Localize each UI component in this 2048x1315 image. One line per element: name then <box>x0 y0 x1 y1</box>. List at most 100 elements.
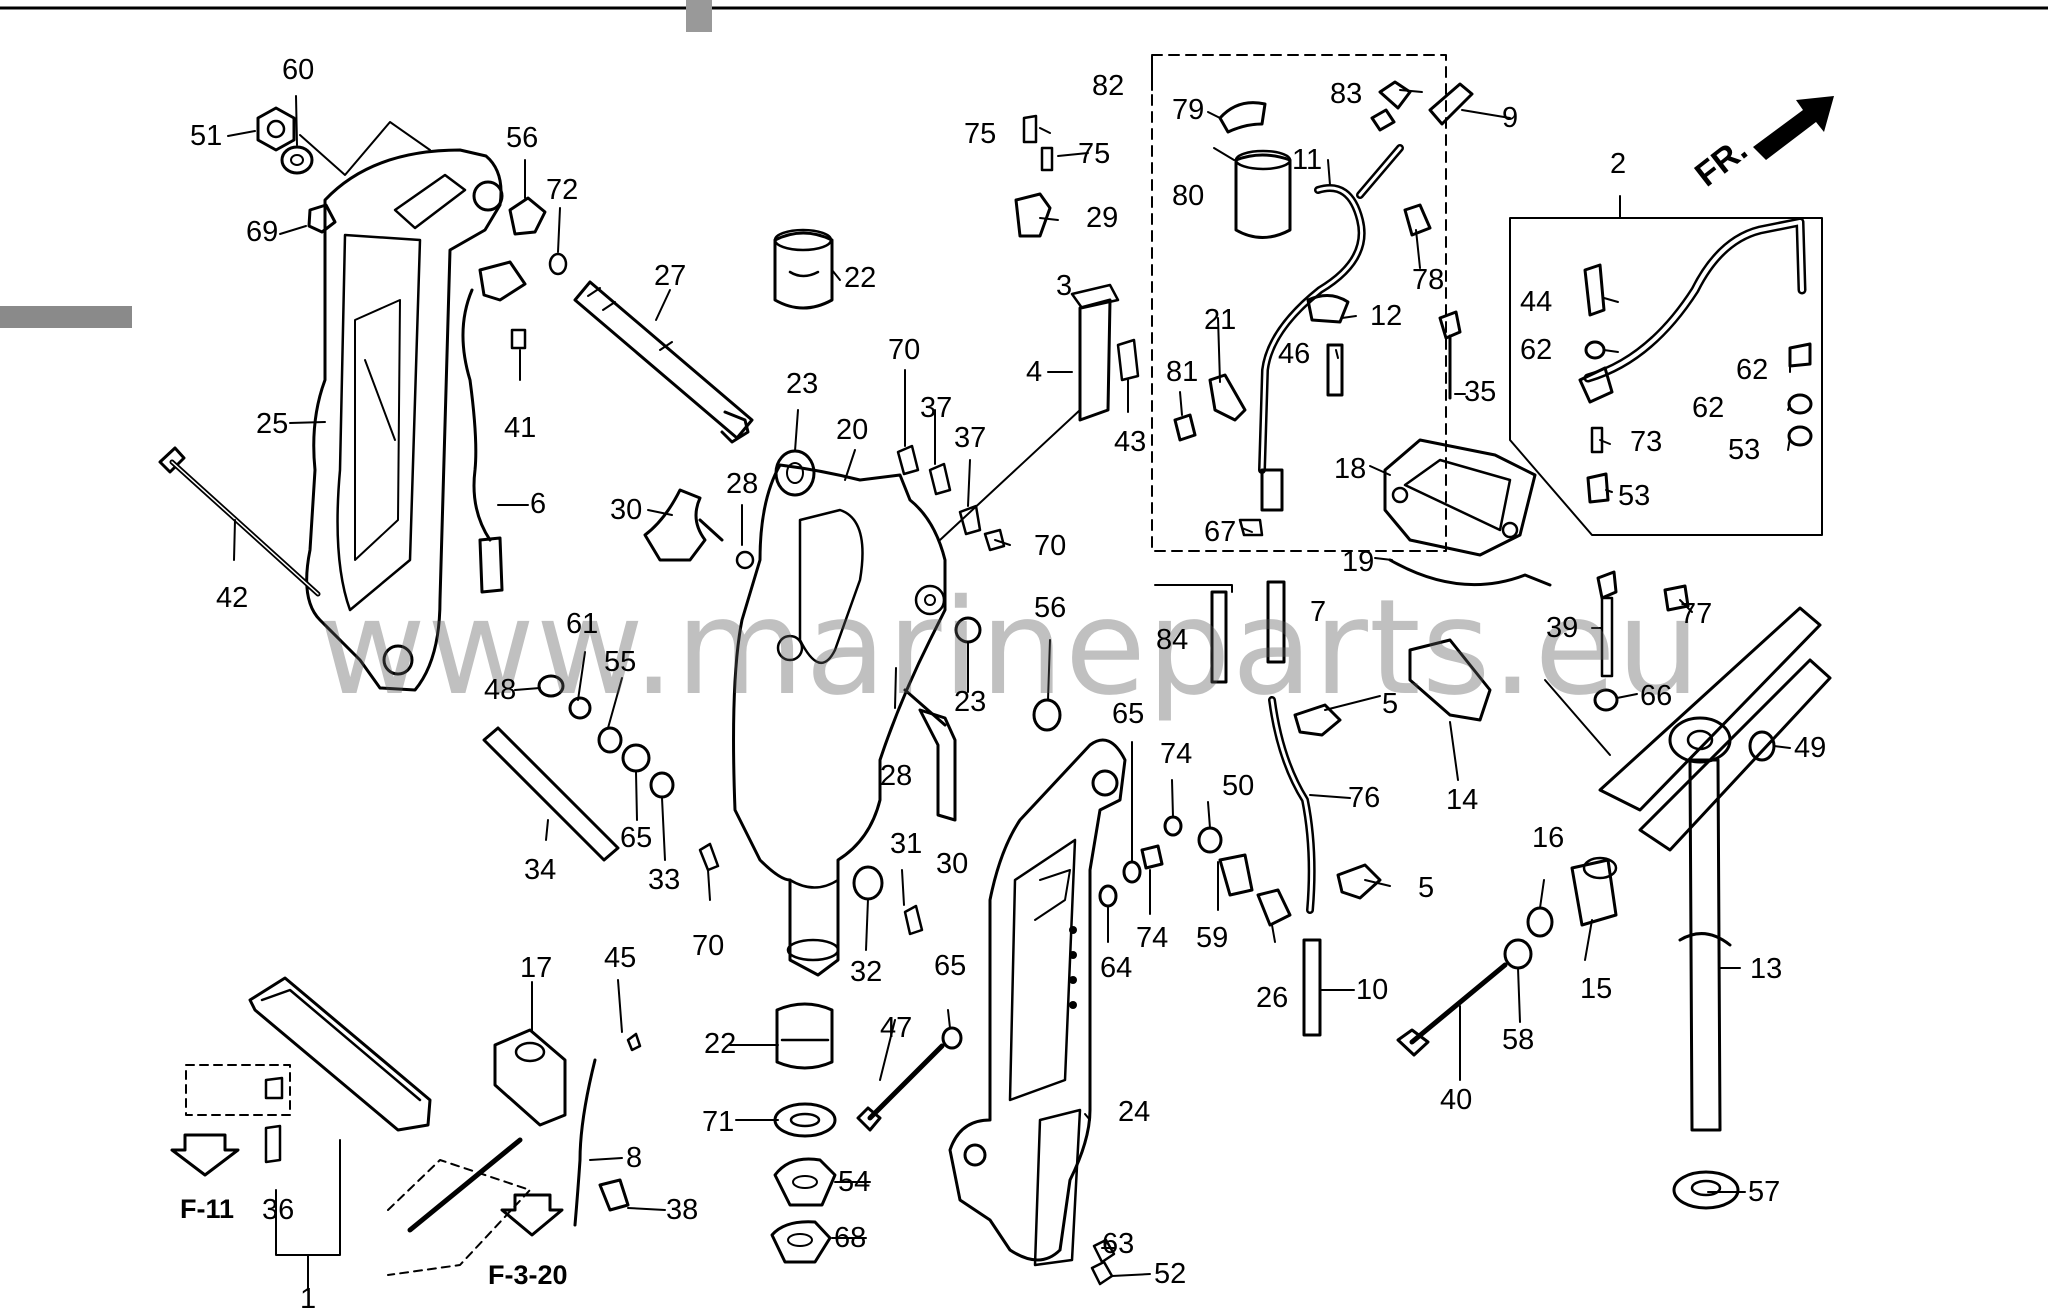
callout-3: 3 <box>1056 270 1073 302</box>
callout-51: 51 <box>190 120 223 152</box>
callout-44: 44 <box>1520 286 1553 318</box>
callout-56: 56 <box>1034 592 1067 624</box>
callout-16: 16 <box>1532 822 1565 854</box>
callout-8: 8 <box>626 1142 643 1174</box>
callout-60: 60 <box>282 54 315 86</box>
callout-36: 36 <box>262 1194 295 1226</box>
callout-58: 58 <box>1502 1024 1535 1056</box>
front-arrow-icon <box>1753 96 1834 160</box>
callout-35: 35 <box>1464 376 1497 408</box>
callout-43: 43 <box>1114 426 1147 458</box>
kit-82-parts <box>1173 80 1474 537</box>
callout-40: 40 <box>1440 1084 1473 1116</box>
callout-22: 22 <box>704 1028 737 1060</box>
callout-65: 65 <box>1112 698 1145 730</box>
callout-72: 72 <box>546 174 579 206</box>
bolt-35 <box>1438 310 1462 400</box>
callout-75: 75 <box>1078 138 1111 170</box>
callout-83: 83 <box>1330 78 1363 110</box>
watermark-text: www.marineparts.eu <box>318 571 1702 725</box>
callout-7: 7 <box>1310 596 1327 628</box>
callout-29: 29 <box>1086 202 1119 234</box>
callout-13: 13 <box>1750 953 1783 985</box>
callout-65: 65 <box>620 822 653 854</box>
callout-38: 38 <box>666 1194 699 1226</box>
callout-20: 20 <box>836 414 869 446</box>
callout-66: 66 <box>1640 680 1673 712</box>
bracket-3-4 <box>939 114 1140 541</box>
bolt-47 <box>852 865 963 1132</box>
callout-27: 27 <box>654 260 687 292</box>
callout-45: 45 <box>604 942 637 974</box>
callout-48: 48 <box>484 674 517 706</box>
reference-f11[interactable]: F-11 <box>180 1194 235 1224</box>
callout-28: 28 <box>880 760 913 792</box>
callout-78: 78 <box>1412 264 1445 296</box>
tilt-shaft <box>573 280 754 444</box>
callout-4: 4 <box>1026 356 1043 388</box>
bolts-39-77 <box>1544 570 1690 756</box>
callout-63: 63 <box>1102 1228 1135 1260</box>
callout-49: 49 <box>1794 732 1827 764</box>
reference-f320[interactable]: F-3-20 <box>488 1260 568 1290</box>
callout-26: 26 <box>1256 982 1289 1014</box>
callout-68: 68 <box>834 1222 867 1254</box>
kit-82-box <box>1151 54 1447 552</box>
callout-79: 79 <box>1172 94 1205 126</box>
callout-74: 74 <box>1160 738 1193 770</box>
arrow-f11-icon <box>170 1133 240 1177</box>
callout-61: 61 <box>566 608 599 640</box>
callout-10: 10 <box>1356 974 1389 1006</box>
callout-11: 11 <box>1292 144 1323 176</box>
stern-bracket-right <box>948 738 1127 1267</box>
callout-73: 73 <box>1630 426 1663 458</box>
callout-77: 77 <box>1680 598 1713 630</box>
callout-21: 21 <box>1204 304 1237 336</box>
callout-57: 57 <box>1748 1176 1781 1208</box>
callout-70: 70 <box>1034 530 1067 562</box>
through-bolt-42 <box>158 446 321 597</box>
callout-1: 1 <box>300 1283 317 1315</box>
steering-link-2 <box>1578 217 1813 504</box>
lower-bushings <box>770 1002 837 1264</box>
steering-arm-13 <box>1598 606 1832 1210</box>
callout-14: 14 <box>1446 784 1479 816</box>
callout-64: 64 <box>1100 952 1133 984</box>
cover-18-19 <box>1383 438 1552 722</box>
callout-59: 59 <box>1196 922 1229 954</box>
callout-47: 47 <box>880 1012 913 1044</box>
callout-37: 37 <box>954 422 987 454</box>
callout-56: 56 <box>506 122 539 154</box>
callout-32: 32 <box>850 956 883 988</box>
small-bolts-70-37 <box>896 444 1006 552</box>
callout-31: 31 <box>890 828 923 860</box>
callout-23: 23 <box>954 686 987 718</box>
callout-53: 53 <box>1728 434 1761 466</box>
clamp-block-17 <box>387 1028 642 1276</box>
callout-75: 75 <box>964 118 997 150</box>
swivel-small-parts <box>643 449 982 822</box>
callout-50: 50 <box>1222 770 1255 802</box>
callout-19: 19 <box>1342 546 1375 578</box>
callout-54: 54 <box>838 1166 871 1198</box>
callout-22: 22 <box>844 262 877 294</box>
callout-12: 12 <box>1370 300 1403 332</box>
scan-mark-left <box>0 306 132 328</box>
small-washers-center <box>1090 815 1292 1286</box>
callout-84: 84 <box>1156 624 1189 656</box>
callout-5: 5 <box>1382 688 1399 720</box>
callout-70: 70 <box>888 334 921 366</box>
callout-39: 39 <box>1546 612 1579 644</box>
callout-6: 6 <box>530 488 547 520</box>
callout-30: 30 <box>936 848 969 880</box>
callout-62: 62 <box>1692 392 1725 424</box>
callout-65: 65 <box>934 950 967 982</box>
callout-74: 74 <box>1136 922 1169 954</box>
callout-76: 76 <box>1348 782 1381 814</box>
callout-15: 15 <box>1580 973 1613 1005</box>
trim-sensor-wire <box>461 260 527 594</box>
callout-18: 18 <box>1334 453 1367 485</box>
callout-33: 33 <box>648 864 681 896</box>
